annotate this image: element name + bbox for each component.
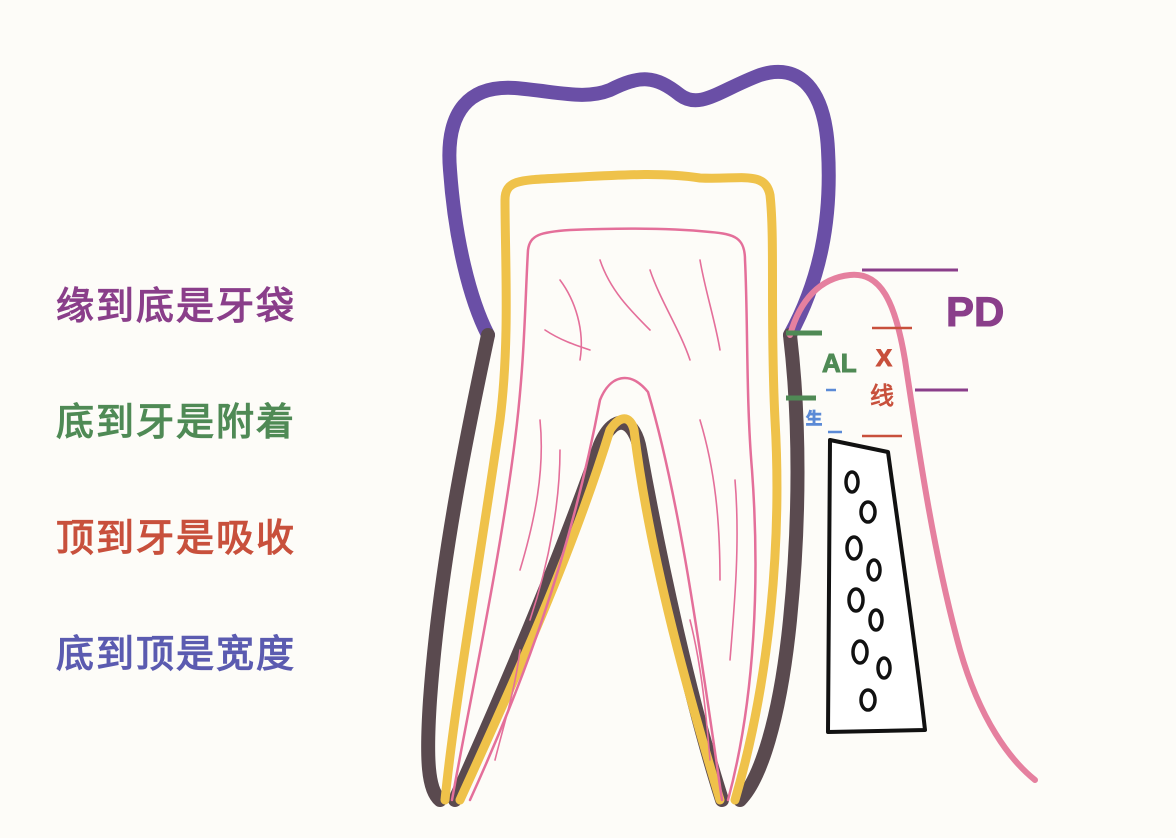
alveolar-bone [826, 438, 927, 734]
cementum-outer-left [421, 328, 495, 807]
legend-attachment: 底到牙是附着 [56, 400, 297, 444]
legend-resorption: 顶到牙是吸收 [56, 516, 297, 560]
x-label: X [876, 345, 892, 372]
pd-label: PD [946, 288, 1004, 335]
cementum-outer-right [733, 328, 805, 807]
legend: 缘到底是牙袋 底到牙是附着 顶到牙是吸收 底到顶是宽度 [56, 276, 376, 684]
enamel-outline [442, 64, 836, 342]
pulp-canals [494, 259, 738, 761]
legend-pocket-depth: 缘到底是牙袋 [56, 284, 297, 328]
gingiva-outline [787, 271, 1038, 783]
bone-trabeculae [844, 470, 892, 712]
xian-label: 线 [870, 383, 894, 410]
sheng-label: 生 [806, 409, 822, 428]
pulp-outline [450, 227, 757, 802]
legend-width: 底到顶是宽度 [56, 632, 297, 676]
al-label: AL [822, 348, 857, 378]
dentin-outline [440, 170, 782, 805]
